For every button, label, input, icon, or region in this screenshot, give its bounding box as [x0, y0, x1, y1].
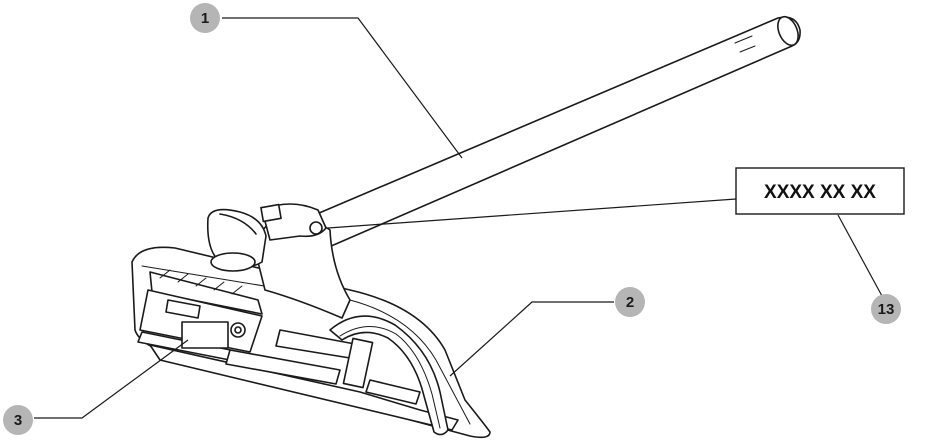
leader-line-1	[222, 17, 463, 159]
callout-1: 1	[190, 3, 220, 33]
callout-number-3: 3	[14, 412, 22, 429]
coupling-body	[206, 203, 351, 319]
callout-2: 2	[615, 287, 645, 317]
callout-3: 3	[3, 405, 33, 435]
leader-line-13-top	[327, 198, 737, 229]
leader-line-13-bottom	[837, 214, 883, 297]
callout-number-13: 13	[878, 301, 895, 318]
leader-line-2	[449, 301, 614, 377]
trimmer-drawing	[131, 15, 801, 439]
drive-head	[137, 269, 263, 363]
leader-line-3	[34, 339, 189, 419]
part-number-label: XXXX XX XX	[735, 167, 905, 215]
callout-number-1: 1	[201, 10, 209, 27]
callout-13: 13	[871, 294, 901, 324]
bumper-guard	[329, 315, 449, 436]
callout-number-2: 2	[626, 294, 634, 311]
part-number-text: XXXX XX XX	[764, 182, 876, 203]
shaft	[297, 15, 801, 251]
